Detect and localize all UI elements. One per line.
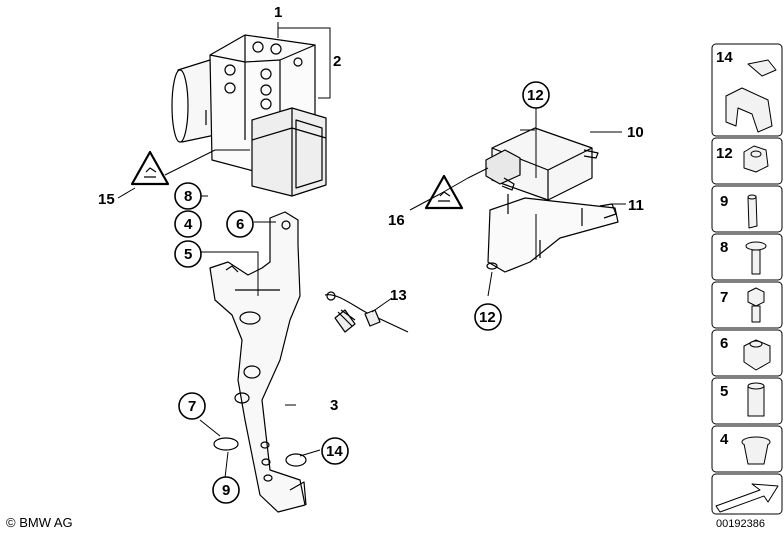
callout-label: 13 (390, 287, 407, 304)
collar-nut-icon (743, 339, 771, 371)
warning-label-15 (130, 150, 170, 186)
callout-label: 5 (184, 246, 192, 263)
clip-icon (725, 59, 777, 133)
stud-icon (747, 194, 758, 229)
callout-label: 4 (184, 216, 193, 233)
callout-label: 9 (222, 482, 230, 499)
hex-bolt-icon (747, 287, 765, 323)
callout-label: 12 (527, 87, 544, 104)
rubber-grommet-icon (741, 436, 771, 465)
sidebar-label: 8 (720, 239, 728, 256)
holder-drawing (486, 194, 619, 273)
callout-label: 6 (236, 216, 244, 233)
callout-label: 10 (627, 124, 644, 141)
spacer-sleeve-icon (747, 382, 765, 417)
callout-label: 16 (388, 212, 405, 229)
document-number: 00192386 (716, 518, 765, 530)
callout-label: 1 (274, 4, 282, 21)
sidebar-label: 9 (720, 193, 728, 210)
callout-label: 12 (479, 309, 496, 326)
callout-label: 15 (98, 191, 115, 208)
callout-label: 2 (333, 53, 341, 70)
sidebar-label: 14 (716, 49, 733, 66)
callout-label: 11 (628, 197, 644, 214)
copyright-text: © BMW AG (6, 515, 73, 530)
hydraulic-unit-drawing (171, 34, 327, 197)
bracket-drawing (209, 211, 307, 513)
callout-circles (174, 81, 550, 504)
callout-label: 14 (326, 443, 343, 460)
callout-label: 3 (330, 397, 338, 414)
sidebar-label: 12 (716, 145, 733, 162)
leader-lines (117, 22, 626, 479)
callout-label: 7 (188, 398, 196, 415)
control-unit-drawing (485, 127, 599, 201)
sensor-lead-drawing (324, 291, 409, 333)
callout-label: 8 (184, 188, 192, 205)
flange-screw-icon (745, 241, 767, 275)
sidebar-label: 6 (720, 335, 728, 352)
sidebar-label: 5 (720, 383, 728, 400)
sidebar-label: 4 (720, 431, 729, 448)
arrow-icon (715, 483, 779, 513)
hex-nut-icon (743, 145, 769, 173)
sidebar-label: 7 (720, 289, 728, 306)
